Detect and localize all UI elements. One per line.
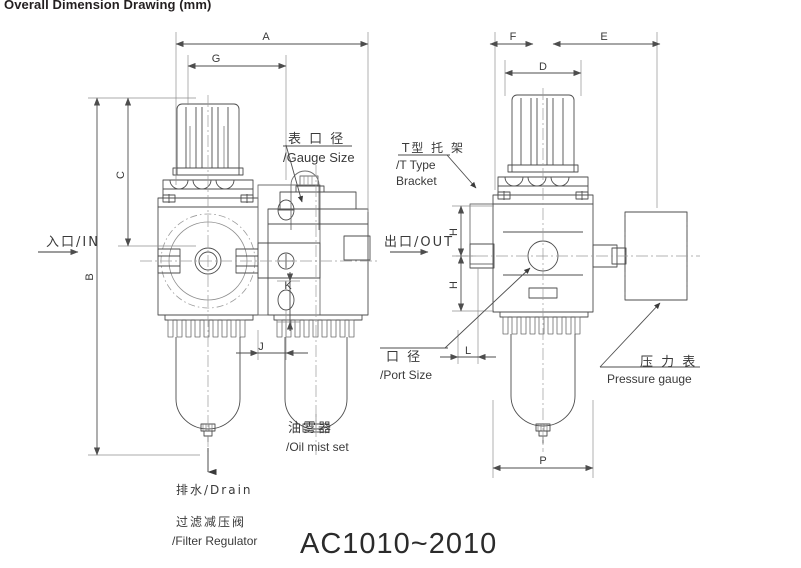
callout-t-bracket-en-line1: /T Type <box>396 158 436 172</box>
filter-fins-left <box>164 314 254 338</box>
callout-port-size-en: /Port Size <box>380 368 432 382</box>
dimension-label-E: E <box>600 31 607 43</box>
dimension-label-H-lower: H <box>448 281 460 289</box>
dimension-line-K <box>277 272 300 331</box>
dimension-label-D: D <box>539 61 547 73</box>
callout-t-bracket-cn: T型 托 架 <box>401 141 465 155</box>
callout-t-bracket-en-line2: Bracket <box>396 174 437 188</box>
callout-pressure-gauge-cn: 压 力 表 <box>640 355 697 370</box>
dimension-label-G: G <box>212 53 221 65</box>
dimension-line-B <box>88 97 200 456</box>
left-assembly-view <box>38 32 429 476</box>
dimension-line-C <box>118 97 196 247</box>
dimension-label-B: B <box>84 273 96 280</box>
page-title: Overall Dimension Drawing (mm) <box>4 0 212 12</box>
dimension-line-L <box>440 268 496 364</box>
center-lines-left <box>140 95 378 455</box>
leader-port-size <box>380 267 531 349</box>
callout-inlet: 入口/IN <box>46 235 100 250</box>
callout-outlet: 出口/OUT <box>384 235 454 250</box>
callout-drain: 排水/Drain <box>176 483 253 497</box>
callout-oil-mist-cn: 油雾器 <box>288 421 333 436</box>
dimension-label-H-upper: H <box>448 228 460 236</box>
dimension-line-H-lower <box>452 255 494 312</box>
callout-oil-mist-en: /Oil mist set <box>286 440 349 454</box>
part-number: AC1010~2010 <box>300 528 497 560</box>
leader-t-bracket <box>398 154 477 189</box>
dimension-line-J <box>236 310 308 360</box>
dimension-line-D <box>504 60 582 96</box>
dimension-label-C: C <box>115 171 127 179</box>
callout-port-size-cn: 口 径 <box>386 350 422 365</box>
callout-pressure-gauge-en: Pressure gauge <box>607 372 692 386</box>
callout-gauge-size-cn: 表 口 径 <box>288 132 345 147</box>
leader-gauge-size <box>283 144 352 203</box>
callout-filter-regulator-en: /Filter Regulator <box>172 534 257 548</box>
dimension-label-J: J <box>258 341 264 353</box>
regulator-body-right <box>469 203 627 313</box>
t-type-bracket <box>469 191 594 265</box>
callout-filter-regulator-cn: 过滤减压阀 <box>176 515 246 529</box>
dimension-line-G <box>187 55 287 180</box>
drawing-text-layer: A G C B J K F E D H H L P 表 口 径 /Gauge S… <box>46 31 697 560</box>
dimension-label-P: P <box>539 455 546 467</box>
filter-fins-right <box>499 311 589 335</box>
callout-gauge-size-en: /Gauge Size <box>283 150 355 165</box>
dimension-line-F <box>489 32 534 190</box>
center-lines-right <box>456 88 700 452</box>
leader-pressure-gauge <box>599 302 700 368</box>
right-regulator-view <box>380 32 700 478</box>
dimension-label-F: F <box>510 31 517 43</box>
connector-block <box>257 184 321 316</box>
dimension-line-P <box>492 400 594 478</box>
dimension-label-K: K <box>284 280 292 292</box>
filter-bowl-left <box>175 337 241 442</box>
dimension-label-L: L <box>465 345 471 357</box>
dimension-line-A <box>175 32 369 212</box>
dimension-line-E <box>552 32 661 208</box>
dimension-label-A: A <box>262 31 270 43</box>
